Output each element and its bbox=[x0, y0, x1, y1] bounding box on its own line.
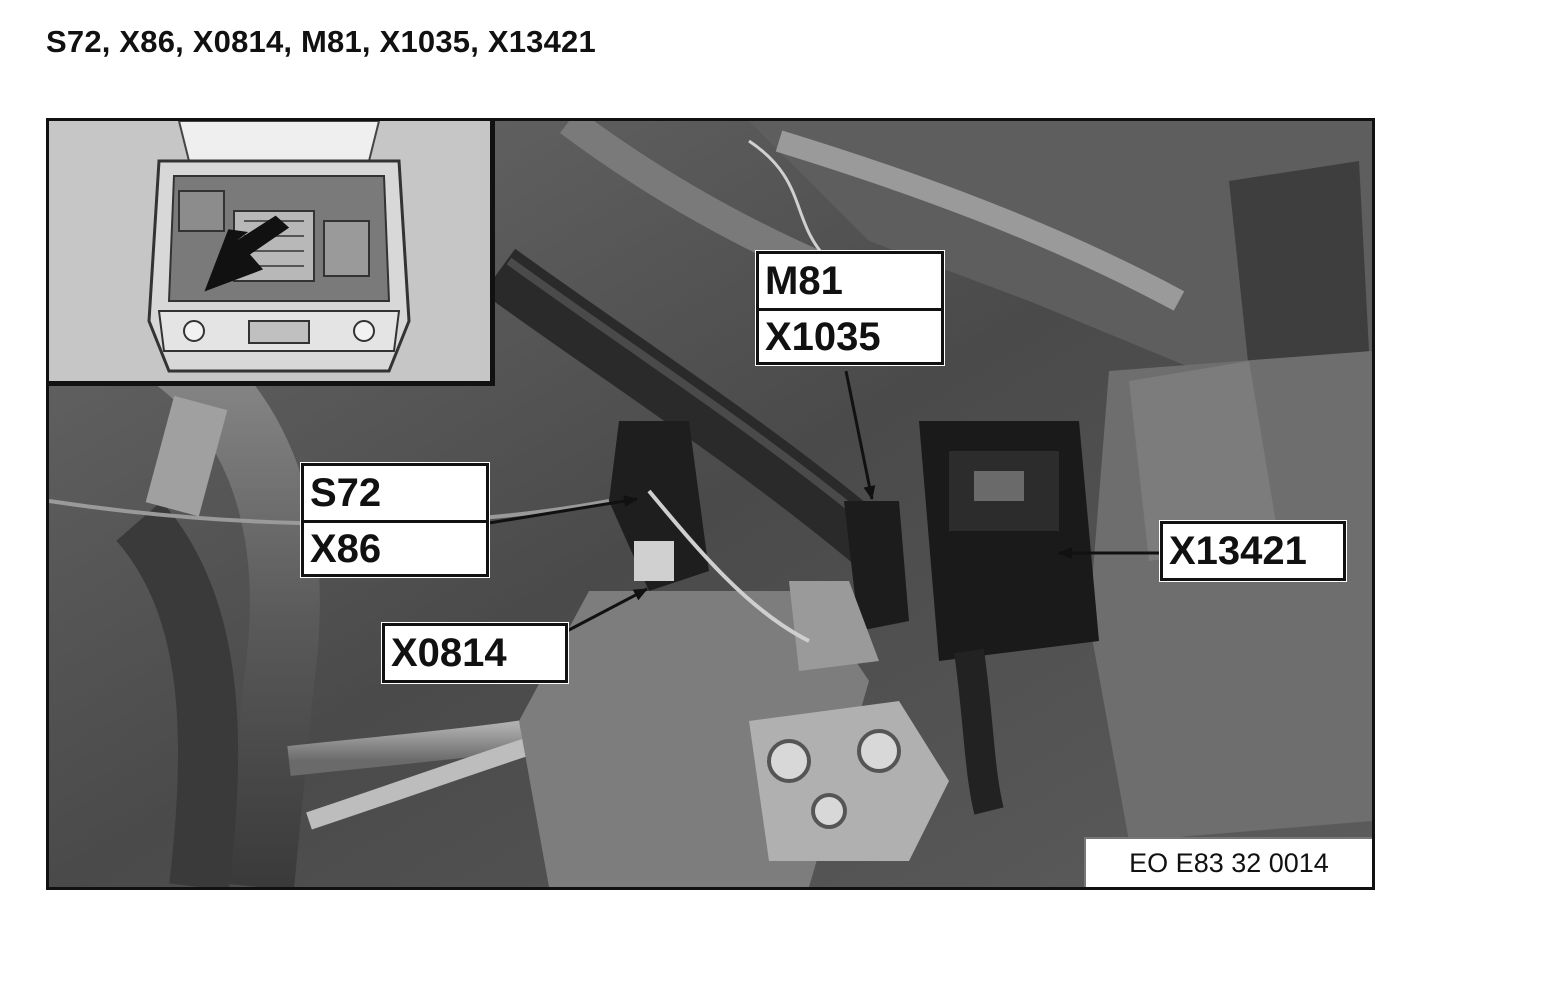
callout-m81-label: M81 bbox=[765, 259, 843, 303]
callout-m81-x1035: M81 X1035 bbox=[755, 250, 945, 366]
callout-s72-x86: S72 X86 bbox=[300, 462, 490, 578]
car-front-illustration bbox=[49, 121, 490, 381]
callout-x86-label: X86 bbox=[304, 520, 486, 574]
engine-bay-figure: S72 X86 M81 X1035 X0814 X13421 EO E83 32… bbox=[46, 118, 1375, 890]
callout-x0814-label: X0814 bbox=[391, 631, 507, 675]
callout-x13421-label: X13421 bbox=[1169, 529, 1307, 573]
callout-x1035-label: X1035 bbox=[759, 308, 941, 362]
callout-s72-label: S72 bbox=[310, 471, 382, 515]
figure-code-label: EO E83 32 0014 bbox=[1084, 837, 1372, 887]
callout-x13421: X13421 bbox=[1159, 520, 1347, 582]
vehicle-location-inset bbox=[49, 121, 495, 386]
callout-x0814: X0814 bbox=[381, 622, 569, 684]
page-title: S72, X86, X0814, M81, X1035, X13421 bbox=[46, 24, 596, 59]
